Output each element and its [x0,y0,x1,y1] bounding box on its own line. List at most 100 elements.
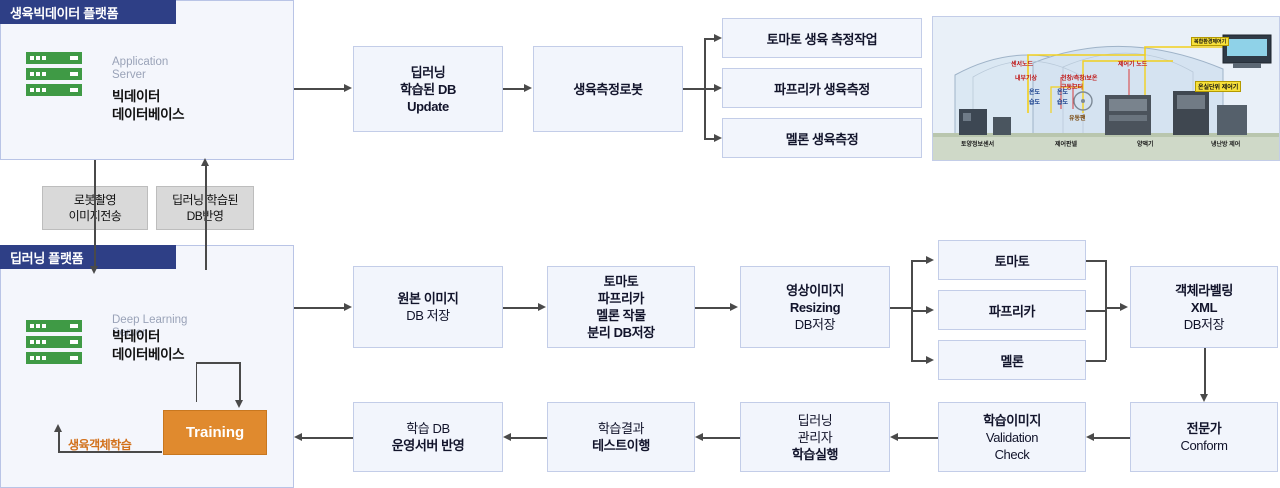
arrow-robot-branch-head-3 [714,134,722,142]
bottom-flow-box-validation-check[interactable]: 학습이미지 Validation Check [938,402,1086,472]
top-flow-box-0-line1: 딥러닝 [410,64,446,80]
bridge-arrow-down-line [94,160,96,270]
photo-tag-control-panel: 양액기 [1137,142,1154,148]
arrow-panel-to-update-head [344,84,352,92]
mid-flow-0-line2: DB 저장 [406,308,450,323]
bottom-flow-1-line2: 테스트이행 [592,438,650,453]
application-server-icon [26,52,82,96]
arrow-robot-branch-head-1 [714,34,722,42]
application-server-role: Application Server [112,56,252,82]
db-to-training-arrow-vert [239,362,241,402]
bottom-flow-3-line1: 학습이미지 [983,412,1041,428]
mid-branch-paprika[interactable]: 파프리카 [938,290,1086,330]
mid-flow-box-object-labeling-xml[interactable]: 객체라벨링 XML DB저장 [1130,266,1278,348]
arrow-deploy-to-platform-head [294,433,302,441]
top-flow-box-1-line1: 생육측정로봇 [573,81,643,97]
greenhouse-monitoring-image: 센서노드 제어기 노드 온실단위 제어기 내부기상 천창/측창/보온 구동모터 … [932,16,1280,161]
top-branch-melon-measure[interactable]: 멜론 생육측정 [722,118,922,158]
arrow-expert-to-validation-line [1094,437,1130,439]
top-flow-box-0-line3: Update [407,98,449,114]
photo-tag-internal-weather: 내부기상 [1015,76,1038,82]
bottom-flow-2-line2: 관리자 [797,429,833,445]
photo-tag-circulation-fan: 유동팬 [1069,116,1086,122]
photo-tag-window-motor: 천창/측창/보온 구동모터 [1061,76,1098,91]
bigdata-platform-title-bar: 생육빅데이터 플랫폼 [0,0,176,24]
bridge-arrow-up-line [205,165,207,270]
arrow-validation-to-training-head [890,433,898,441]
bigdata-platform-title: 생육빅데이터 플랫폼 [10,5,119,21]
training-box[interactable]: Training [163,410,267,455]
mid-flow-box-image-resizing[interactable]: 영상이미지 Resizing DB저장 [740,266,890,348]
top-branch-paprika-measure[interactable]: 파프리카 생육측정 [722,68,922,108]
bottom-flow-4-line2: Conform [1180,438,1228,453]
deep-learning-server-name: 빅데이터 데이터베이스 [112,328,262,364]
deep-learning-server-name-line1: 빅데이터 [112,329,161,344]
mid-branch-1-label: 파프리카 [988,303,1036,319]
arrow-update-to-robot-head [524,84,532,92]
photo-tag-control-node: 제어기 노드 [1118,62,1148,68]
db-to-training-arrow-line [196,362,240,364]
arrow-resize-branch-1 [911,260,927,262]
arrow-validation-to-training-line [898,437,938,439]
bottom-flow-3-line3: Check [994,446,1030,462]
bottom-flow-0-line2: 운영서버 반영 [391,438,465,453]
arrow-deploy-to-platform-line [302,437,353,439]
bottom-flow-0-line1: 학습 DB [406,421,450,436]
arrow-split-to-resize-head [730,303,738,311]
photo-tag-greenhouse-controller: 온실단위 제어기 [1195,81,1242,92]
mid-branch-melon[interactable]: 멜론 [938,340,1086,380]
arrow-labeling-to-expert-line [1204,348,1206,396]
application-server-name-line1: 빅데이터 [112,89,161,104]
bottom-flow-box-expert-conform[interactable]: 전문가 Conform [1130,402,1278,472]
photo-tag-hvac-control: 냉난방 제어 [1211,142,1241,148]
bottom-flow-box-training-exec[interactable]: 딥러닝 관리자 학습실행 [740,402,890,472]
deep-learning-server-role-line2: Server [112,327,146,339]
top-branch-2-label: 멜론 생육측정 [785,131,859,147]
arrow-resize-branch-stem [890,307,912,309]
arrow-robot-branch-3 [704,138,716,140]
mid-flow-2-line3: DB저장 [794,316,836,332]
arrow-training-to-test-head [695,433,703,441]
arrow-panel-to-original-line [294,307,344,309]
mid-flow-box-crop-split-db[interactable]: 토마토 파프리카 멜론 작물 분리 DB저장 [547,266,695,348]
photo-tag-temperature-1: 온도 [1029,90,1041,96]
photo-tag-humidity-2: 습도 [1057,100,1069,106]
application-server-role-line2: Server [112,69,146,81]
training-feedback-line [58,451,162,453]
bottom-flow-2-line3: 학습실행 [791,446,839,462]
mid-flow-0-line1: 원본 이미지 [397,291,459,306]
bottom-flow-4-line1: 전문가 [1186,421,1222,436]
deep-learning-server-role: Deep Learning Server [112,314,272,340]
bottom-flow-2-line1: 딥러닝 [797,412,833,428]
photo-tag-sensor-node: 센서노드 [1011,62,1034,68]
mid-branch-0-label: 토마토 [994,253,1030,269]
bottom-flow-box-test-run[interactable]: 학습결과 테스트이행 [547,402,695,472]
top-flow-box-growth-robot[interactable]: 생육측정로봇 [533,46,683,132]
arrow-crops-to-labeling-line [1105,307,1121,309]
arrow-update-to-robot-line [503,88,525,90]
training-feedback-vert [58,432,60,452]
mid-last-line1: 객체라벨링 [1175,282,1233,298]
db-to-training-connector [196,362,240,402]
bridge-arrow-down-head [90,266,98,274]
top-flow-box-deeplearning-db-update[interactable]: 딥러닝 학습된 DB Update [353,46,503,132]
mid-flow-1-line2: 파프리카 [597,291,645,306]
arrow-crops-merge-2 [1086,310,1106,312]
arrow-panel-to-original-head [344,303,352,311]
deeplearning-platform-title-bar: 딥러닝 플랫폼 [0,245,176,269]
arrow-resize-branch-head-2 [926,306,934,314]
mid-flow-box-original-image-db[interactable]: 원본 이미지 DB 저장 [353,266,503,348]
top-branch-tomato-measure[interactable]: 토마토 생육 측정작업 [722,18,922,58]
arrow-resize-branch-head-3 [926,356,934,364]
arrow-split-to-resize-line [695,307,731,309]
application-server-name-line2: 데이터베이스 [112,107,185,122]
arrow-labeling-to-expert-head [1200,394,1208,402]
arrow-test-to-deploy-line [511,437,547,439]
mid-flow-1-line1: 토마토 [603,274,639,289]
arrow-robot-branch-1 [704,38,716,40]
bottom-flow-box-db-deploy[interactable]: 학습 DB 운영서버 반영 [353,402,503,472]
mid-branch-tomato[interactable]: 토마토 [938,240,1086,280]
arrow-crops-to-labeling-head [1120,303,1128,311]
arrow-resize-branch-3 [911,360,927,362]
arrow-robot-branch-2 [704,88,716,90]
